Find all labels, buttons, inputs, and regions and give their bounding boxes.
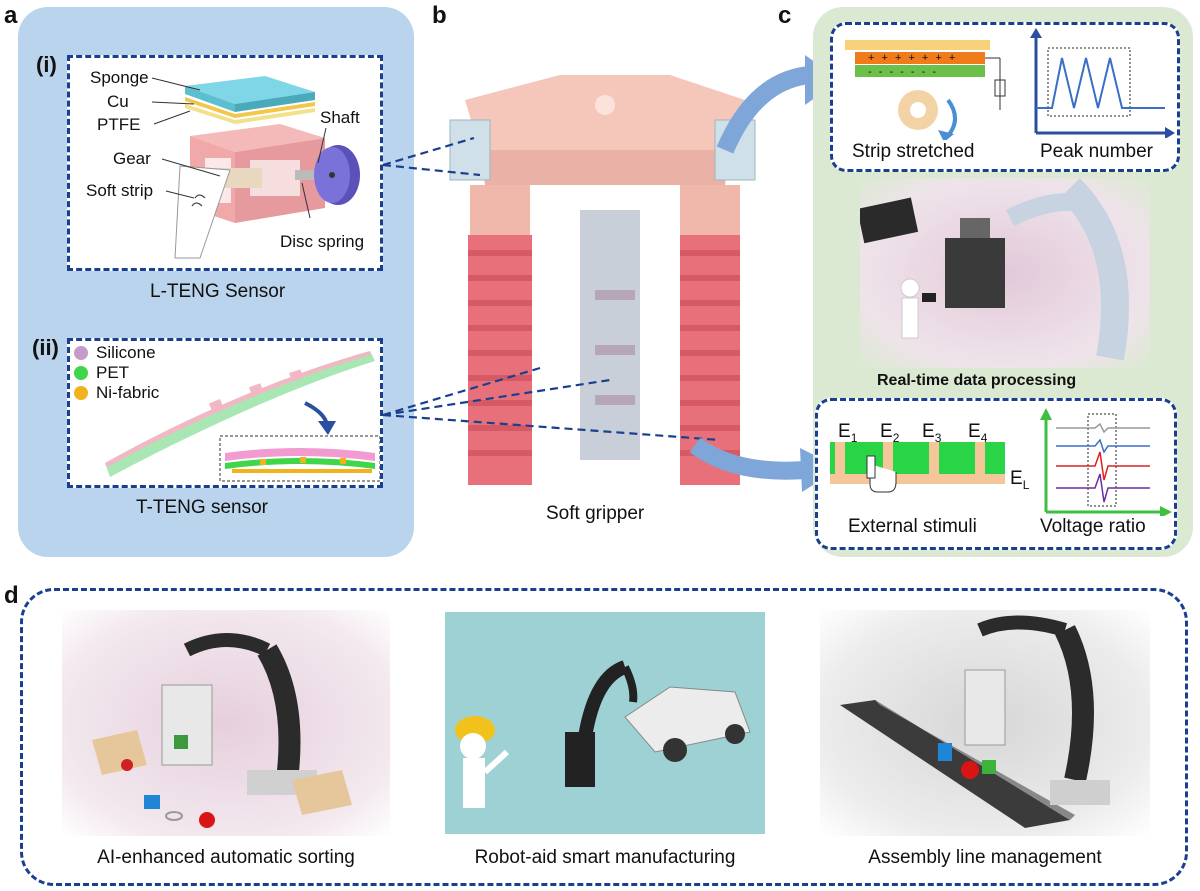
voltage-ratio-label: Voltage ratio [1040,516,1146,537]
tteng-illustration [105,351,380,482]
label-ptfe: PTFE [97,115,141,134]
legend-dot-silicone [74,346,88,360]
processing-label: Real-time data processing [877,372,1077,389]
label-gear: Gear [113,149,151,168]
panel-letter-b: b [432,2,447,29]
lteng-illustration [151,76,360,259]
strip-stretched-label: Strip stretched [852,141,975,162]
electrode-e4: E4 [968,421,988,445]
peak-number-plot [1030,28,1175,138]
peak-number-label: Peak number [1040,141,1154,162]
legend-dot-pet [74,366,88,380]
panel-letter-d: d [4,582,19,609]
sub-label-i: (i) [36,52,57,77]
legend-pet: PET [96,363,130,382]
robot-operator-scene [860,178,1150,368]
tteng-caption: T-TENG sensor [136,497,268,518]
soft-gripper-illustration [449,75,756,485]
voltage-ratio-plot [1040,408,1172,516]
scene-sorting [62,610,390,836]
scene-sorting-caption: AI-enhanced automatic sorting [97,847,355,868]
legend-silicone: Silicone [96,343,156,362]
scene-manufacturing [445,612,765,834]
label-disc-spring: Disc spring [280,232,365,251]
sub-label-ii: (ii) [32,335,59,360]
scene-assembly-caption: Assembly line management [868,847,1102,868]
label-cu: Cu [107,92,129,111]
label-shaft: Shaft [320,108,360,127]
electrode-e3: E3 [922,421,942,445]
label-sponge: Sponge [90,68,149,87]
electrode-e2: E2 [880,421,900,445]
label-soft-strip: Soft strip [86,181,154,200]
electrode-el: EL [1010,468,1030,492]
plus-signs: + + + + + + + [868,52,958,64]
external-stimuli-label: External stimuli [848,516,977,537]
electrode-e1: E1 [838,421,858,445]
electrode-strip-illustration [830,442,1005,493]
soft-gripper-caption: Soft gripper [546,503,645,524]
scene-manufacturing-caption: Robot-aid smart manufacturing [474,847,736,868]
applications-box [20,588,1188,886]
minus-signs: - - - - - - - [868,66,938,78]
strip-stretched-illustration [845,40,1006,140]
panel-letter-c: c [778,2,792,29]
lteng-caption: L-TENG Sensor [150,281,286,302]
legend-ni-fabric: Ni-fabric [96,383,160,402]
legend-dot-ni-fabric [74,386,88,400]
panel-letter-a: a [4,2,18,29]
scene-assembly-line [820,610,1150,836]
